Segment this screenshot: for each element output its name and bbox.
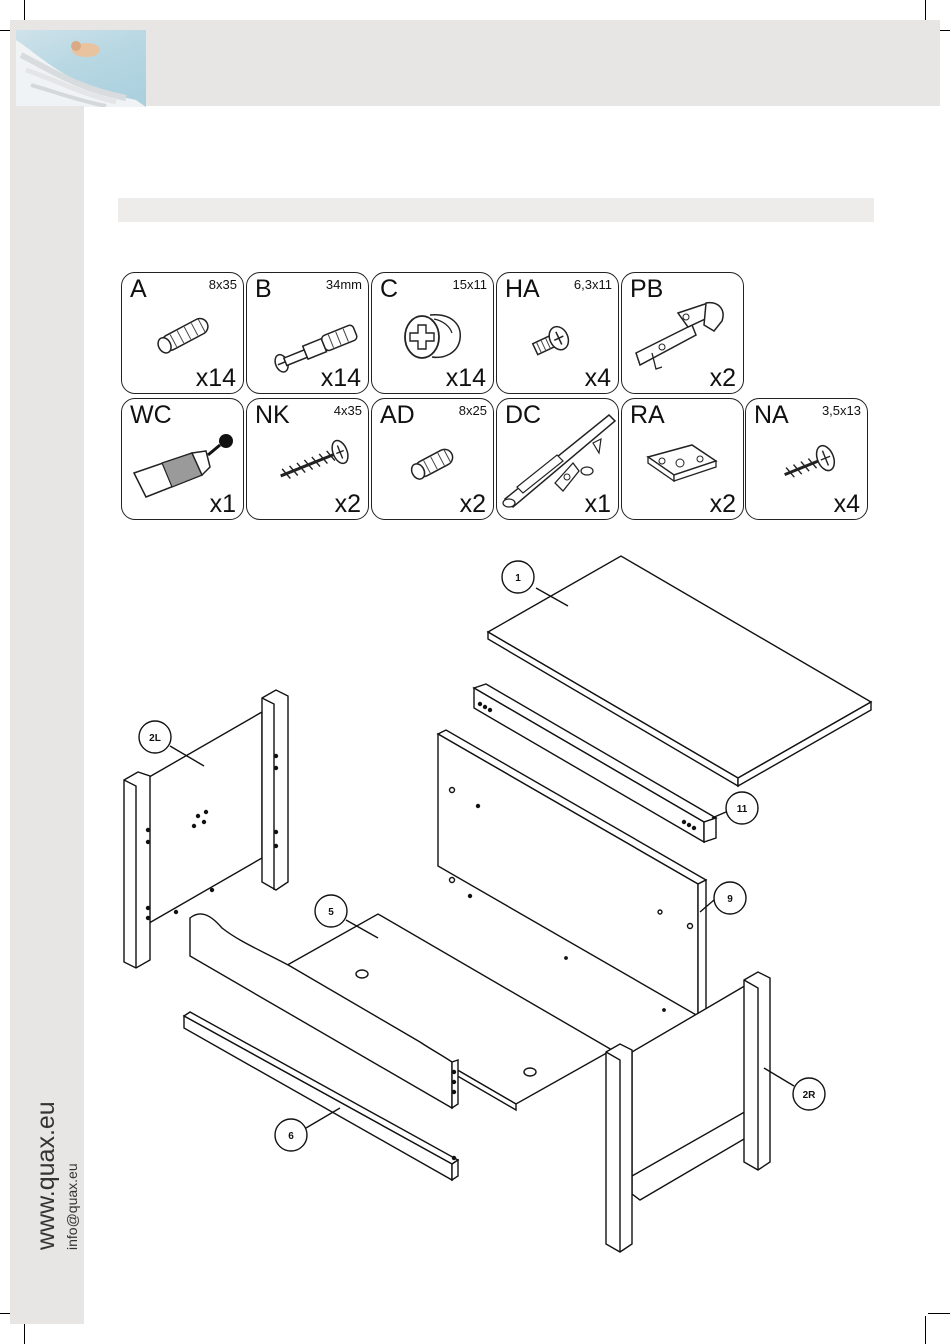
callout-2r: 2R [764,1068,825,1110]
panel-2r-right-side [606,972,770,1252]
svg-text:1: 1 [515,573,521,584]
svg-text:11: 11 [737,804,748,815]
svg-text:2L: 2L [149,733,161,744]
panel-1-top [488,556,871,786]
svg-text:9: 9 [727,894,733,905]
callout-6: 6 [275,1108,340,1151]
callout-9: 9 [700,882,746,914]
svg-text:5: 5 [328,907,334,918]
svg-text:6: 6 [288,1131,294,1142]
svg-text:2R: 2R [803,1090,817,1101]
callout-11: 11 [712,792,758,824]
